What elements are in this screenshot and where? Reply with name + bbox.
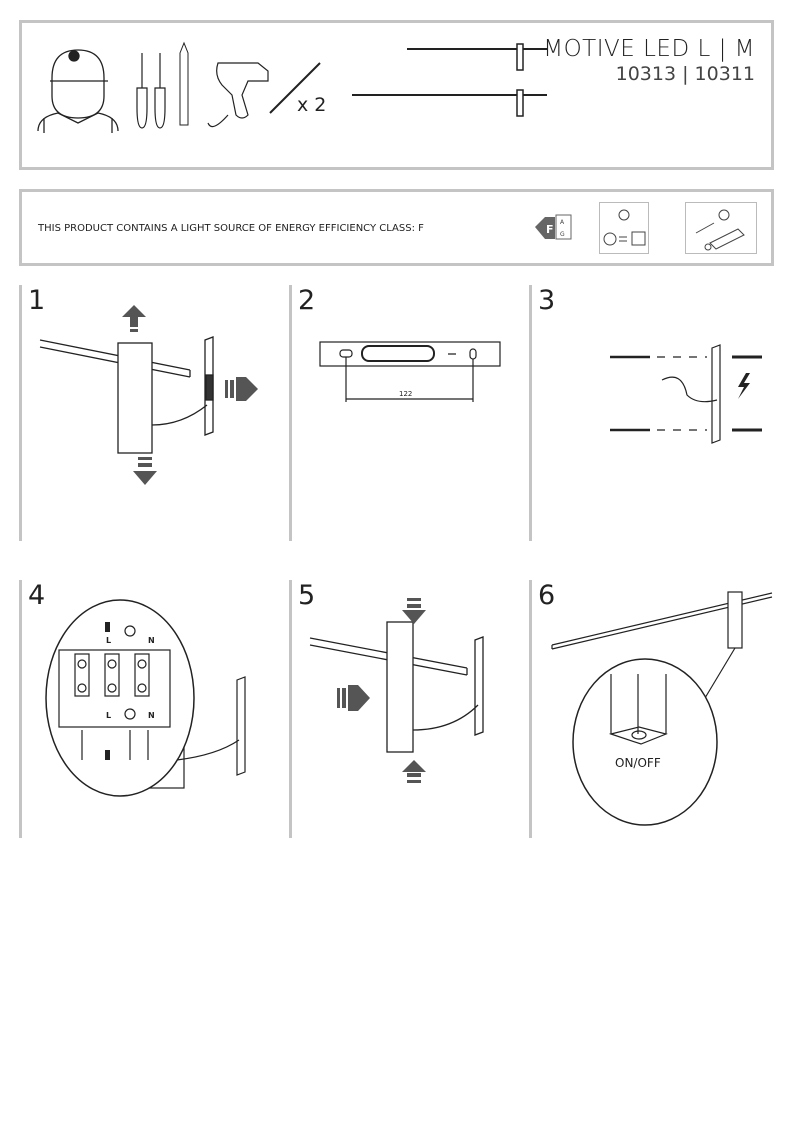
svg-text:A: A <box>560 219 565 226</box>
step-3-illustration <box>610 344 762 444</box>
drill-icon <box>207 62 269 128</box>
product-title: MOTIVE LED L | M <box>543 36 755 62</box>
terminal-label-live: L <box>106 711 111 720</box>
terminal-label-neutral: N <box>148 636 155 645</box>
arrow-right-icon <box>225 377 258 401</box>
screwdriver-icon <box>136 53 166 129</box>
step-number: 3 <box>538 285 556 316</box>
energy-label-icon: F A G <box>535 214 572 240</box>
step-number: 5 <box>298 580 316 611</box>
step-number: 6 <box>538 580 556 611</box>
energy-panel: THIS PRODUCT CONTAINS A LIGHT SOURCE OF … <box>19 189 774 266</box>
dimension-label: 122 <box>399 390 412 398</box>
step-number: 1 <box>28 285 46 316</box>
product-codes: 10313 | 10311 <box>615 63 755 85</box>
tools-illustration: x 2 <box>37 41 547 133</box>
arrow-down-icon <box>133 457 157 485</box>
terminal-label-live: L <box>106 636 111 645</box>
switch-label: ON/OFF <box>615 756 661 770</box>
arrow-right-icon <box>337 685 370 711</box>
step-6-panel: 6 ON/OFF <box>529 580 776 838</box>
arrow-up-icon <box>122 305 146 332</box>
step-2-panel: 2 122 <box>289 285 530 541</box>
anchor-screw-icon <box>269 62 321 114</box>
step-number: 2 <box>298 285 316 316</box>
terminal-label-neutral: N <box>148 711 155 720</box>
arrow-up-icon <box>402 760 426 783</box>
arrow-down-icon <box>402 598 426 624</box>
lamp-size-l-icon <box>352 43 547 117</box>
step-number: 4 <box>28 580 46 611</box>
step-6-illustration <box>551 591 773 826</box>
installer-icon <box>37 49 119 133</box>
quantity-label: x 2 <box>297 94 326 116</box>
energy-class-text: THIS PRODUCT CONTAINS A LIGHT SOURCE OF … <box>38 223 424 234</box>
step-5-illustration <box>309 598 484 783</box>
step-4-panel: 4 L N L N <box>19 580 290 838</box>
step-1-panel: 1 <box>19 285 290 541</box>
step-3-panel: 3 <box>529 285 776 541</box>
replaceable-light-source-icon <box>599 202 649 254</box>
replaceable-driver-icon <box>685 202 757 254</box>
step-4-illustration: L N L N <box>45 599 246 797</box>
electric-hazard-icon <box>738 373 750 399</box>
step-5-panel: 5 <box>289 580 530 838</box>
svg-text:G: G <box>560 231 565 238</box>
pencil-icon <box>179 41 189 126</box>
header-panel: x 2 MOTIVE LED L | M 10313 | 10311 <box>19 20 774 170</box>
step-2-illustration: 122 <box>319 341 501 402</box>
svg-text:F: F <box>546 223 554 236</box>
step-1-illustration <box>39 305 258 485</box>
